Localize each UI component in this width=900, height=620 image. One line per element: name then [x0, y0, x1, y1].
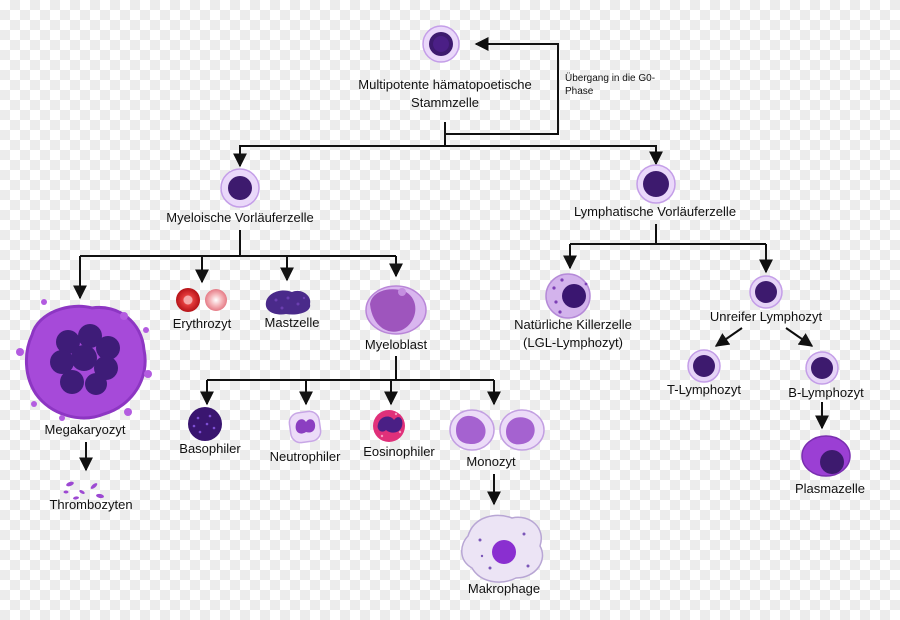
erythrocyte-label: Erythrozyt: [172, 316, 232, 331]
myeloid-progenitor-icon: [220, 168, 260, 208]
neutrophil-icon: [288, 410, 322, 444]
nk-cell-icon: [545, 273, 591, 319]
basophil-label: Basophiler: [179, 441, 241, 456]
lymphoid-progenitor-icon: [636, 164, 676, 204]
mast-cell-label: Mastzelle: [264, 315, 320, 330]
eosinophil-icon: [373, 410, 405, 442]
eosinophil-label: Eosinophiler: [363, 444, 435, 459]
connectors: [73, 37, 829, 506]
b-lymphocyte-icon: [805, 351, 839, 385]
neutrophil-label: Neutrophiler: [269, 449, 341, 464]
megakaryocyte-icon: [16, 299, 152, 421]
lymphoid-progenitor-label: Lymphatische Vorläuferzelle: [573, 204, 737, 219]
to-b-arrow: [785, 327, 814, 347]
g0-label: Übergang in die G0-Phase: [565, 73, 656, 97]
nk-cell-label: Natürliche Killerzelle: [514, 317, 632, 332]
to-lymphoid-arrow: [445, 145, 663, 166]
plasma-cell-label: Plasmazelle: [794, 481, 866, 496]
t-lymphocyte-label: T-Lymphozyt: [667, 382, 741, 397]
thrombocytes-label: Thrombozyten: [49, 497, 133, 512]
monocyte-icon: [449, 409, 545, 451]
immature-lymphocyte-icon: [749, 275, 783, 309]
megakaryocyte-label: Megakaryozyt: [44, 422, 126, 437]
thrombocytes-icon: [63, 481, 104, 500]
myeloid-progenitor-label: Myeloische Vorläuferzelle: [166, 210, 314, 225]
macrophage-icon: [461, 514, 544, 583]
myeloblast-icon: [365, 285, 427, 335]
macrophage-label: Makrophage: [467, 581, 541, 596]
plasma-cell-icon: [801, 435, 851, 477]
nk-cell-alt-label: (LGL-Lymphozyt): [523, 335, 623, 350]
t-lymphocyte-icon: [687, 349, 721, 383]
basophil-icon: [188, 407, 222, 441]
to-myeloid-arrow: [233, 145, 445, 168]
erythrocyte-icon: [176, 288, 227, 312]
stem-cell-icon: [422, 25, 460, 63]
myeloblast-label: Myeloblast: [364, 337, 428, 352]
b-lymphocyte-label: B-Lymphozyt: [788, 385, 864, 400]
immature-lymphocyte-label: Unreifer Lymphozyt: [709, 309, 823, 324]
to-t-arrow: [714, 327, 743, 347]
mast-cell-icon: [265, 290, 311, 315]
monocyte-label: Monozyt: [466, 454, 516, 469]
stem-cell-label: Multipotente hämatopoetische Stammzelle: [358, 77, 532, 110]
